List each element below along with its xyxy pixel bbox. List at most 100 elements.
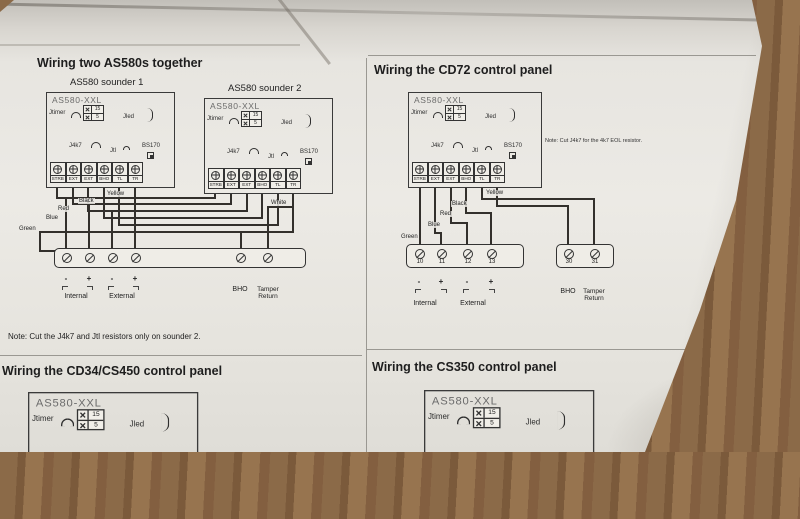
wire [88, 203, 90, 248]
instruction-sheet: Wiring two AS580s together Wiring the CD… [0, 0, 800, 452]
screw-terminal: EXT [239, 168, 255, 189]
wire [465, 188, 467, 214]
divider-line [0, 355, 362, 356]
jtimer-jumper-icon [457, 416, 471, 425]
screw-terminal: TR [532, 482, 552, 510]
screw-terminal-icon [415, 164, 425, 174]
timer-setting-box: 15 5 [241, 111, 262, 127]
x-mark-icon [474, 408, 485, 418]
wire [434, 232, 442, 234]
terminal-number: 30 [565, 258, 573, 265]
screw-terminal-icon [242, 170, 252, 180]
screw-terminal-icon [273, 170, 283, 180]
board-model-label: AS580-XXL [414, 95, 464, 105]
screw-terminal: STRB [208, 168, 224, 189]
block-terminal-icon [487, 249, 497, 259]
jled-icon [557, 411, 566, 430]
bs170-chip-icon [557, 469, 566, 478]
block-terminal-icon [131, 253, 141, 263]
bracket-mark [463, 289, 469, 293]
jtimer-jumper-icon [71, 112, 81, 118]
terminal-label: EXT [428, 174, 442, 183]
terminal-label: BHO [255, 180, 269, 187]
wire-label-green: Green [18, 226, 37, 232]
screw-terminal-icon [257, 170, 267, 180]
x-mark-icon [78, 420, 89, 429]
sounder-note: Note: Cut the J4k7 and Jtl resistors onl… [8, 332, 201, 341]
timer-row: 5 [446, 113, 465, 120]
jtimer-label: Jtimer [31, 415, 54, 424]
polarity-sign: - [64, 274, 68, 283]
wire-label-white: White [270, 200, 288, 206]
polarity-sign: + [438, 277, 444, 286]
wire [292, 194, 294, 233]
timer-value: 5 [458, 113, 461, 120]
block-terminal-icon [415, 249, 425, 259]
jled-label: Jled [485, 114, 497, 120]
wire-label-black: Black [78, 198, 95, 204]
terminal-label: EXT [55, 501, 73, 511]
jled-label: Jled [129, 421, 145, 429]
screw-terminal-icon [99, 488, 111, 500]
x-mark-icon [242, 112, 250, 119]
screw-terminal-icon [115, 164, 125, 174]
jled-icon [161, 413, 170, 432]
screw-terminal-icon [461, 164, 471, 174]
screw-terminal: EXT [443, 162, 459, 183]
timer-setting-box: 15 5 [83, 105, 104, 121]
terminal-label: TR [533, 499, 551, 509]
polarity-sign: - [465, 277, 469, 286]
block-terminal-icon [62, 253, 72, 263]
screw-terminal-icon [226, 170, 236, 180]
paper-crease [271, 0, 331, 66]
wire [65, 197, 67, 248]
terminal-label: BHO [492, 499, 510, 509]
wire [214, 194, 216, 199]
screw-terminal: EXT [65, 162, 81, 183]
wire [481, 198, 595, 200]
wire [593, 198, 595, 244]
as580-board-sounder1: AS580-XXL Jtimer 15 5 Jled J4k7 Jtl BS17… [46, 92, 175, 188]
jtl-jumper-icon [281, 152, 288, 156]
wire-label-blue: Blue [45, 215, 60, 221]
terminal-label: EXT [472, 499, 490, 509]
screw-terminal: TL [115, 484, 135, 512]
screw-terminal-icon [515, 486, 527, 498]
j4k7-label: J4k7 [227, 149, 240, 155]
jtimer-label: Jtimer [427, 413, 450, 422]
bs170-chip-icon [147, 152, 154, 159]
wire [87, 210, 247, 212]
wire [103, 217, 262, 219]
j4k7-jumper-icon [453, 142, 463, 148]
wire-label-red: Red [57, 206, 71, 212]
jtl-jumper-icon [123, 146, 130, 150]
terminal-number: 10 [416, 258, 424, 265]
polarity-sign: + [132, 274, 138, 283]
terminal-number: 13 [488, 258, 496, 265]
screw-terminal-icon [434, 486, 446, 498]
paper-crease [0, 44, 300, 46]
wire [111, 210, 113, 248]
terminal-label: EXT [76, 501, 94, 511]
screw-terminal-icon [211, 170, 221, 180]
screw-terminal: STRB [412, 162, 428, 183]
jled-label: Jled [525, 419, 541, 427]
wire [118, 224, 278, 226]
block-terminal-icon [590, 249, 600, 259]
wire-label-yellow: Yellow [485, 190, 505, 196]
terminal-label: TL [116, 501, 134, 511]
section-title-cd34: Wiring the CD34/CS450 control panel [2, 364, 223, 378]
j4k7-label: J4k7 [431, 143, 444, 149]
bs170-label: BS170 [504, 143, 523, 149]
bracket-mark [489, 289, 495, 293]
external-label: External [109, 293, 135, 300]
paper-crease [0, 2, 762, 23]
wire [39, 231, 293, 233]
wire [466, 222, 468, 244]
block-terminal-icon [108, 253, 118, 263]
terminal-label: TL [113, 174, 127, 183]
j4k7-jumper-icon [249, 148, 259, 154]
j4k7-label: J4k7 [69, 143, 82, 149]
terminal-strip: STRB EXT EXT BHO TL TR [412, 162, 505, 183]
tamper-return-label: Tamper Return [257, 286, 279, 301]
